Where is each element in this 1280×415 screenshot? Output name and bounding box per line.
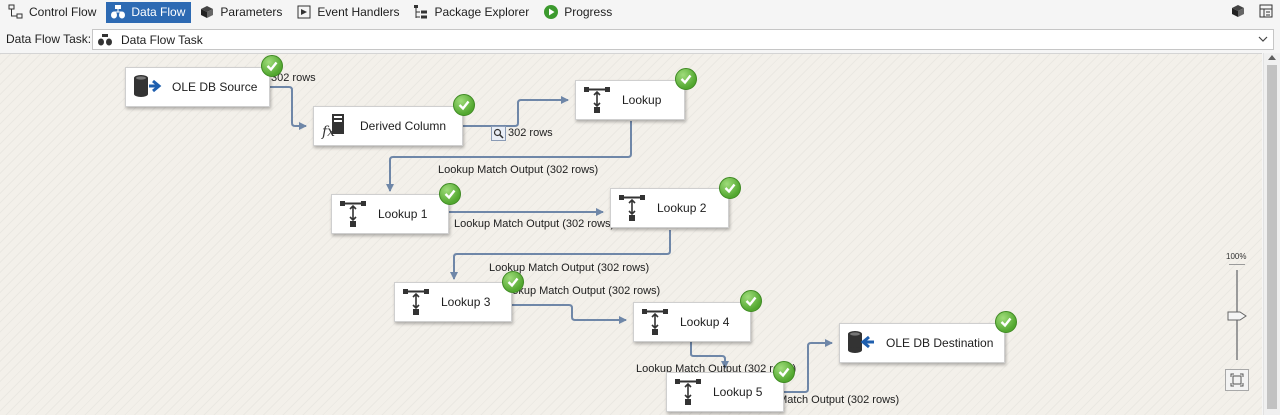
path-label-derived-rows[interactable]: 302 rows [508,127,553,139]
control-flow-icon [8,4,24,20]
component-lookup-1[interactable]: Lookup 1 [331,194,449,234]
path-lookup3-to-lookup4 [512,304,627,324]
success-check-icon [502,271,524,293]
zoom-slider-thumb[interactable] [1227,310,1247,321]
derived-column-fx-icon: fx [320,110,352,142]
task-selector-value: Data Flow Task [121,32,203,47]
lookup-icon [673,376,705,408]
component-name: Lookup 2 [657,201,707,215]
component-derived-column[interactable]: fx Derived Column [313,106,463,146]
component-name: Lookup 5 [713,385,763,399]
variables-icon[interactable] [1230,3,1246,19]
vertical-scrollbar[interactable] [1263,53,1280,415]
zoom-to-fit-button[interactable] [1225,369,1249,391]
path-label-lookup-match-4[interactable]: Lookup Match Output (302 rows) [500,285,661,297]
tab-data-flow[interactable]: Data Flow [106,1,192,23]
component-ole-db-source[interactable]: OLE DB Source [125,67,270,107]
path-label-lookup-match-2[interactable]: Lookup Match Output (302 rows) [454,218,615,230]
path-label-source-rows[interactable]: 302 rows [271,72,316,84]
component-name: OLE DB Destination [886,336,994,350]
tab-label: Event Handlers [317,5,400,19]
path-source-to-derived [270,86,307,130]
ole-db-destination-icon [846,327,878,359]
path-label-lookup-match-1[interactable]: Lookup Match Output (302 rows) [438,164,599,176]
tab-package-explorer[interactable]: Package Explorer [409,2,535,23]
tab-parameters[interactable]: Parameters [195,2,288,23]
path-derived-to-lookup [463,96,569,127]
scroll-up-arrow-icon[interactable] [1268,55,1276,60]
tab-event-handlers[interactable]: Event Handlers [292,2,405,23]
path-label-lookup-match-3[interactable]: Lookup Match Output (302 rows) [489,262,650,274]
path-lookup4-to-lookup5 [690,342,729,369]
parameters-icon [199,4,215,20]
component-lookup-5[interactable]: Lookup 5 [666,372,784,412]
success-check-icon [675,68,697,90]
component-name: Derived Column [360,119,447,133]
path-lookup5-to-destination [784,339,833,393]
tab-label: Data Flow [131,5,186,19]
success-check-icon [453,94,475,116]
success-check-icon [773,361,795,383]
task-selector-row: Data Flow Task: Data Flow Task [0,28,1280,52]
path-lookup-to-lookup1 [386,121,632,192]
designer-tab-bar: Control Flow Data Flow Parameters Event … [0,0,1280,24]
task-selector-dropdown[interactable]: Data Flow Task [92,29,1274,50]
data-flow-icon [110,4,126,20]
component-name: OLE DB Source [172,80,258,94]
data-flow-design-surface[interactable]: 302 rows 302 rows Lookup Match Output (3… [0,53,1262,415]
success-check-icon [439,183,461,205]
lookup-icon [617,192,649,224]
component-name: Lookup 1 [378,207,428,221]
event-handlers-icon [296,4,312,20]
success-check-icon [740,290,762,312]
data-viewer-icon[interactable] [491,126,506,141]
tab-label: Control Flow [29,5,97,19]
component-name: Lookup 4 [680,315,730,329]
component-lookup-4[interactable]: Lookup 4 [633,302,751,342]
zoom-top-tick [1229,264,1245,265]
ole-db-source-icon [132,71,164,103]
data-flow-task-icon [97,33,113,47]
zoom-control: 100% [1222,252,1252,392]
component-ole-db-destination[interactable]: OLE DB Destination [839,323,1005,363]
properties-icon[interactable] [1258,3,1274,19]
component-lookup[interactable]: Lookup [575,80,685,120]
lookup-icon [338,198,370,230]
component-name: Lookup [622,93,662,107]
data-paths [270,86,833,393]
tab-progress[interactable]: Progress [539,2,618,23]
svg-text:fx: fx [321,124,335,140]
lookup-icon [640,306,672,338]
package-explorer-icon [413,4,429,20]
task-selector-label: Data Flow Task: [6,32,92,46]
tab-label: Parameters [220,5,283,19]
success-check-icon [995,311,1017,333]
success-check-icon [719,177,741,199]
success-check-icon [261,55,283,77]
scrollbar-thumb[interactable] [1267,65,1277,409]
chevron-down-icon [1257,33,1269,45]
tab-control-flow[interactable]: Control Flow [4,2,102,23]
tab-label: Progress [564,5,613,19]
lookup-icon [582,84,614,116]
zoom-level: 100% [1226,252,1247,261]
progress-icon [543,4,559,20]
component-name: Lookup 3 [441,295,491,309]
tab-label: Package Explorer [434,5,530,19]
component-lookup-2[interactable]: Lookup 2 [610,188,729,228]
path-lookup2-to-lookup3 [450,230,671,280]
lookup-icon [401,286,433,318]
component-lookup-3[interactable]: Lookup 3 [394,282,512,322]
